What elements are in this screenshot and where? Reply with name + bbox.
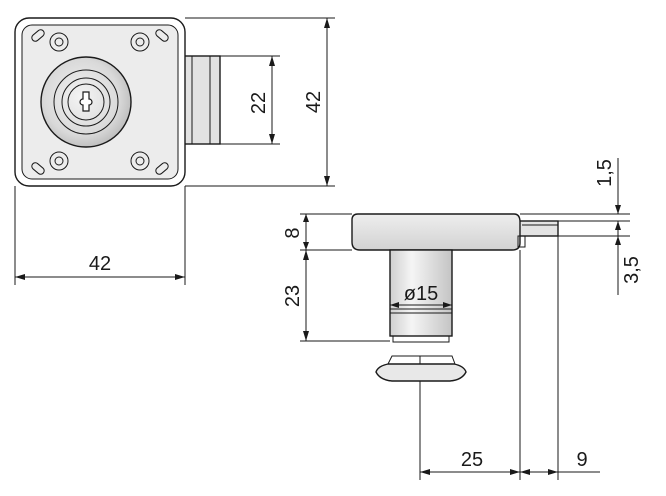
dim-bolt-3-5-label: 3,5	[621, 256, 643, 284]
side-view: 8 23 ø15 1,5 3,5	[282, 158, 643, 480]
front-view: 42 22 42	[14, 17, 335, 285]
dim-bolt-3-5: 3,5	[615, 236, 643, 295]
slot-holes	[31, 29, 169, 175]
dim-height-42-label: 42	[303, 91, 325, 113]
dim-plate-8: 8	[282, 214, 309, 250]
dim-plate-8-label: 8	[282, 227, 304, 238]
dim-diameter-15-label: ø15	[404, 283, 438, 305]
side-cylinder	[389, 249, 453, 337]
dim-width-42: 42	[15, 253, 185, 280]
lock-cylinder-face	[40, 56, 132, 148]
screw-top-right	[130, 32, 150, 52]
side-bolt	[517, 220, 559, 237]
screw-bottom-right	[130, 151, 150, 171]
dim-offset-1-5: 1,5	[594, 158, 621, 236]
side-plate	[351, 213, 521, 251]
side-cap	[375, 363, 467, 382]
dim-bolt-22: 22	[248, 56, 275, 144]
keyhole-icon	[79, 91, 93, 112]
dim-throw-9: 9	[520, 449, 600, 475]
dim-backset-25-label: 25	[461, 449, 483, 471]
dim-diameter-15: ø15	[390, 283, 452, 308]
dim-cylinder-23: 23	[282, 250, 309, 341]
dim-backset-25: 25	[420, 449, 520, 475]
dim-cylinder-23-label: 23	[282, 285, 304, 307]
front-bolt	[179, 55, 221, 145]
dim-offset-1-5-label: 1,5	[594, 159, 616, 187]
dim-height-42: 42	[303, 18, 330, 186]
dim-bolt-22-label: 22	[248, 92, 270, 114]
dim-throw-9-label: 9	[576, 449, 587, 471]
dim-width-42-label: 42	[89, 253, 111, 275]
screw-top-left	[49, 32, 69, 52]
screw-bottom-left	[49, 151, 69, 171]
